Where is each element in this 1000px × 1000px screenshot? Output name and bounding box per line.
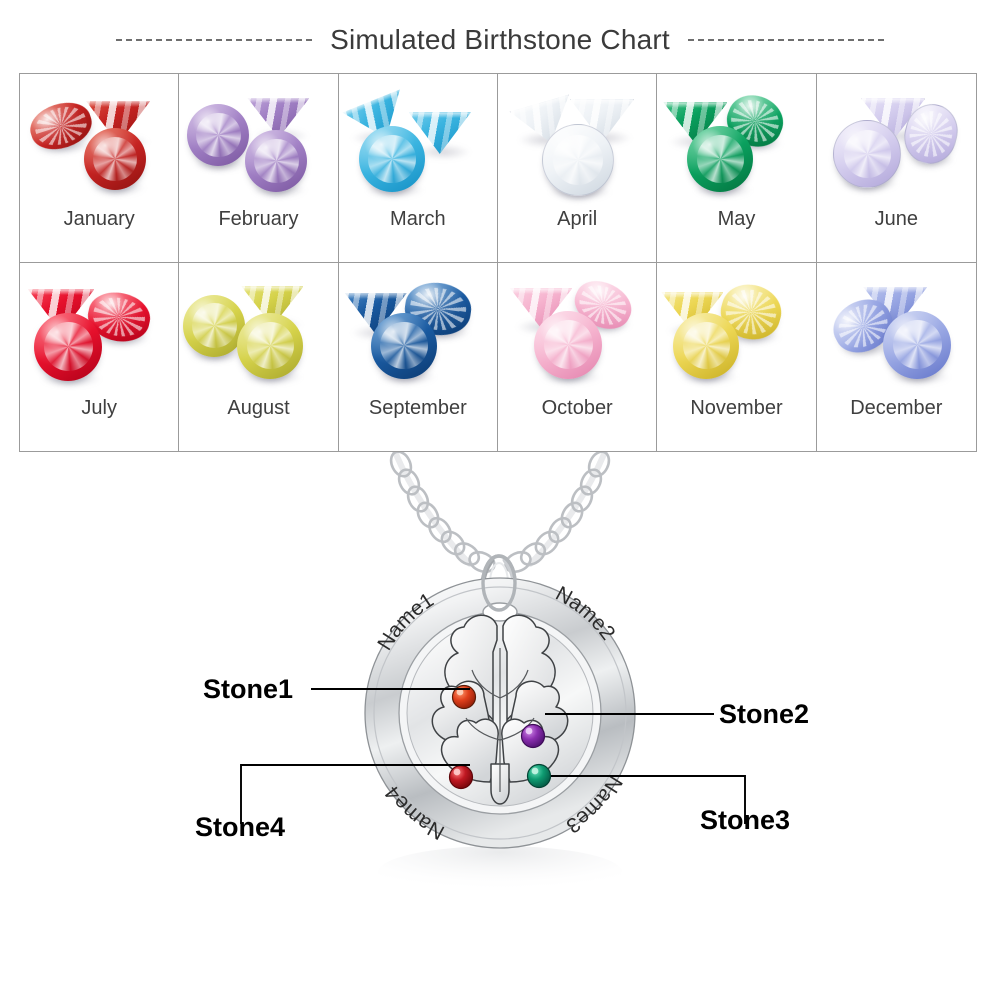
gem-crown (408, 112, 471, 119)
birthstone-cell-march: March (338, 74, 498, 263)
leader-line-stone4 (240, 764, 470, 824)
month-label: July (81, 396, 117, 419)
gem-november-3 (673, 312, 740, 379)
gem-cluster-december (821, 271, 971, 391)
page-title: Simulated Birthstone Chart (330, 24, 670, 55)
gem-cluster-october (502, 271, 652, 391)
birthstone-cell-april: April (497, 74, 658, 263)
gem-june-3 (833, 120, 902, 188)
callout-label-stone2: Stone2 (719, 699, 810, 729)
gem-august-3 (237, 312, 304, 379)
birthstone-cell-august: August (179, 262, 339, 451)
stone-4-gem[interactable] (448, 764, 474, 790)
birthstone-cell-february: February (179, 74, 339, 263)
month-label: June (874, 208, 918, 230)
gem-july-3 (34, 312, 103, 381)
birthstone-cell-october: October (498, 262, 658, 451)
month-label: August (227, 396, 290, 419)
leader-line-stone3 (551, 775, 746, 824)
gem-crown (344, 293, 407, 299)
gem-cluster-june (821, 82, 971, 202)
necklace-illustration: Name1 Name2 Name3 Name4 (240, 452, 746, 898)
gem-crown (510, 288, 573, 294)
gem-february-1 (187, 104, 250, 166)
gem-crown (661, 292, 724, 298)
month-label: November (690, 396, 783, 419)
gem-may-3 (687, 126, 754, 192)
gem-cluster-january (24, 82, 174, 202)
chart-header: Simulated Birthstone Chart (0, 18, 1000, 62)
gem-february-3 (245, 130, 308, 192)
month-label: December (850, 396, 943, 419)
gem-shadow (414, 144, 471, 160)
gem-cluster-april (502, 82, 652, 202)
gem-crown (663, 102, 728, 109)
gem-cluster-august (183, 271, 333, 391)
necklace-product-figure: Name1 Name2 Name3 Name4 (0, 452, 1000, 1000)
gem-crown (862, 99, 925, 105)
month-label: March (390, 208, 446, 230)
gem-crown (247, 98, 310, 104)
tree-trunk-detail (465, 648, 535, 792)
gem-cluster-november (661, 271, 811, 391)
gem-cluster-september (343, 271, 493, 391)
gem-crown (241, 286, 304, 292)
month-label: September (368, 396, 467, 419)
stone-3-gem[interactable] (526, 763, 552, 789)
birthstone-cell-january: January (20, 74, 180, 263)
dashed-rule-right (687, 39, 884, 41)
callout-leader-lines (240, 688, 746, 824)
gem-cluster-march (343, 82, 493, 202)
gem-cluster-february (183, 82, 333, 202)
month-label: January (63, 208, 135, 230)
gem-crown (86, 101, 151, 107)
birthstone-cell-may: May (657, 74, 817, 263)
birthstone-cell-june: June (816, 74, 976, 263)
callout-label-stone3: Stone3 (700, 805, 791, 835)
callout-label-stone4: Stone4 (195, 812, 286, 842)
gem-march-3 (358, 126, 425, 192)
dashed-rule-left (116, 39, 313, 41)
gem-crown (863, 287, 928, 293)
month-label: May (717, 208, 756, 230)
birthstone-cell-november: November (657, 262, 817, 451)
gem-august-1 (183, 294, 246, 357)
stone-2-gem[interactable] (520, 723, 546, 749)
gem-crown (571, 99, 634, 106)
birthstone-cell-july: July (20, 262, 180, 451)
birthstone-cell-december: December (817, 263, 976, 452)
month-label: April (557, 208, 598, 230)
month-label: October (541, 396, 613, 419)
gem-december-3 (883, 310, 952, 379)
pendant-reflection (378, 846, 622, 898)
gem-september-3 (370, 312, 437, 379)
gem-october-3 (534, 310, 603, 379)
birthstone-cell-september: September (339, 262, 498, 451)
month-label: February (218, 208, 299, 230)
gem-january-3 (84, 128, 147, 190)
gem-crown (28, 289, 95, 296)
gem-april-3 (542, 124, 615, 196)
gem-cluster-july (24, 271, 174, 391)
gem-cluster-may (661, 82, 811, 202)
callout-label-stone1: Stone1 (203, 674, 294, 704)
